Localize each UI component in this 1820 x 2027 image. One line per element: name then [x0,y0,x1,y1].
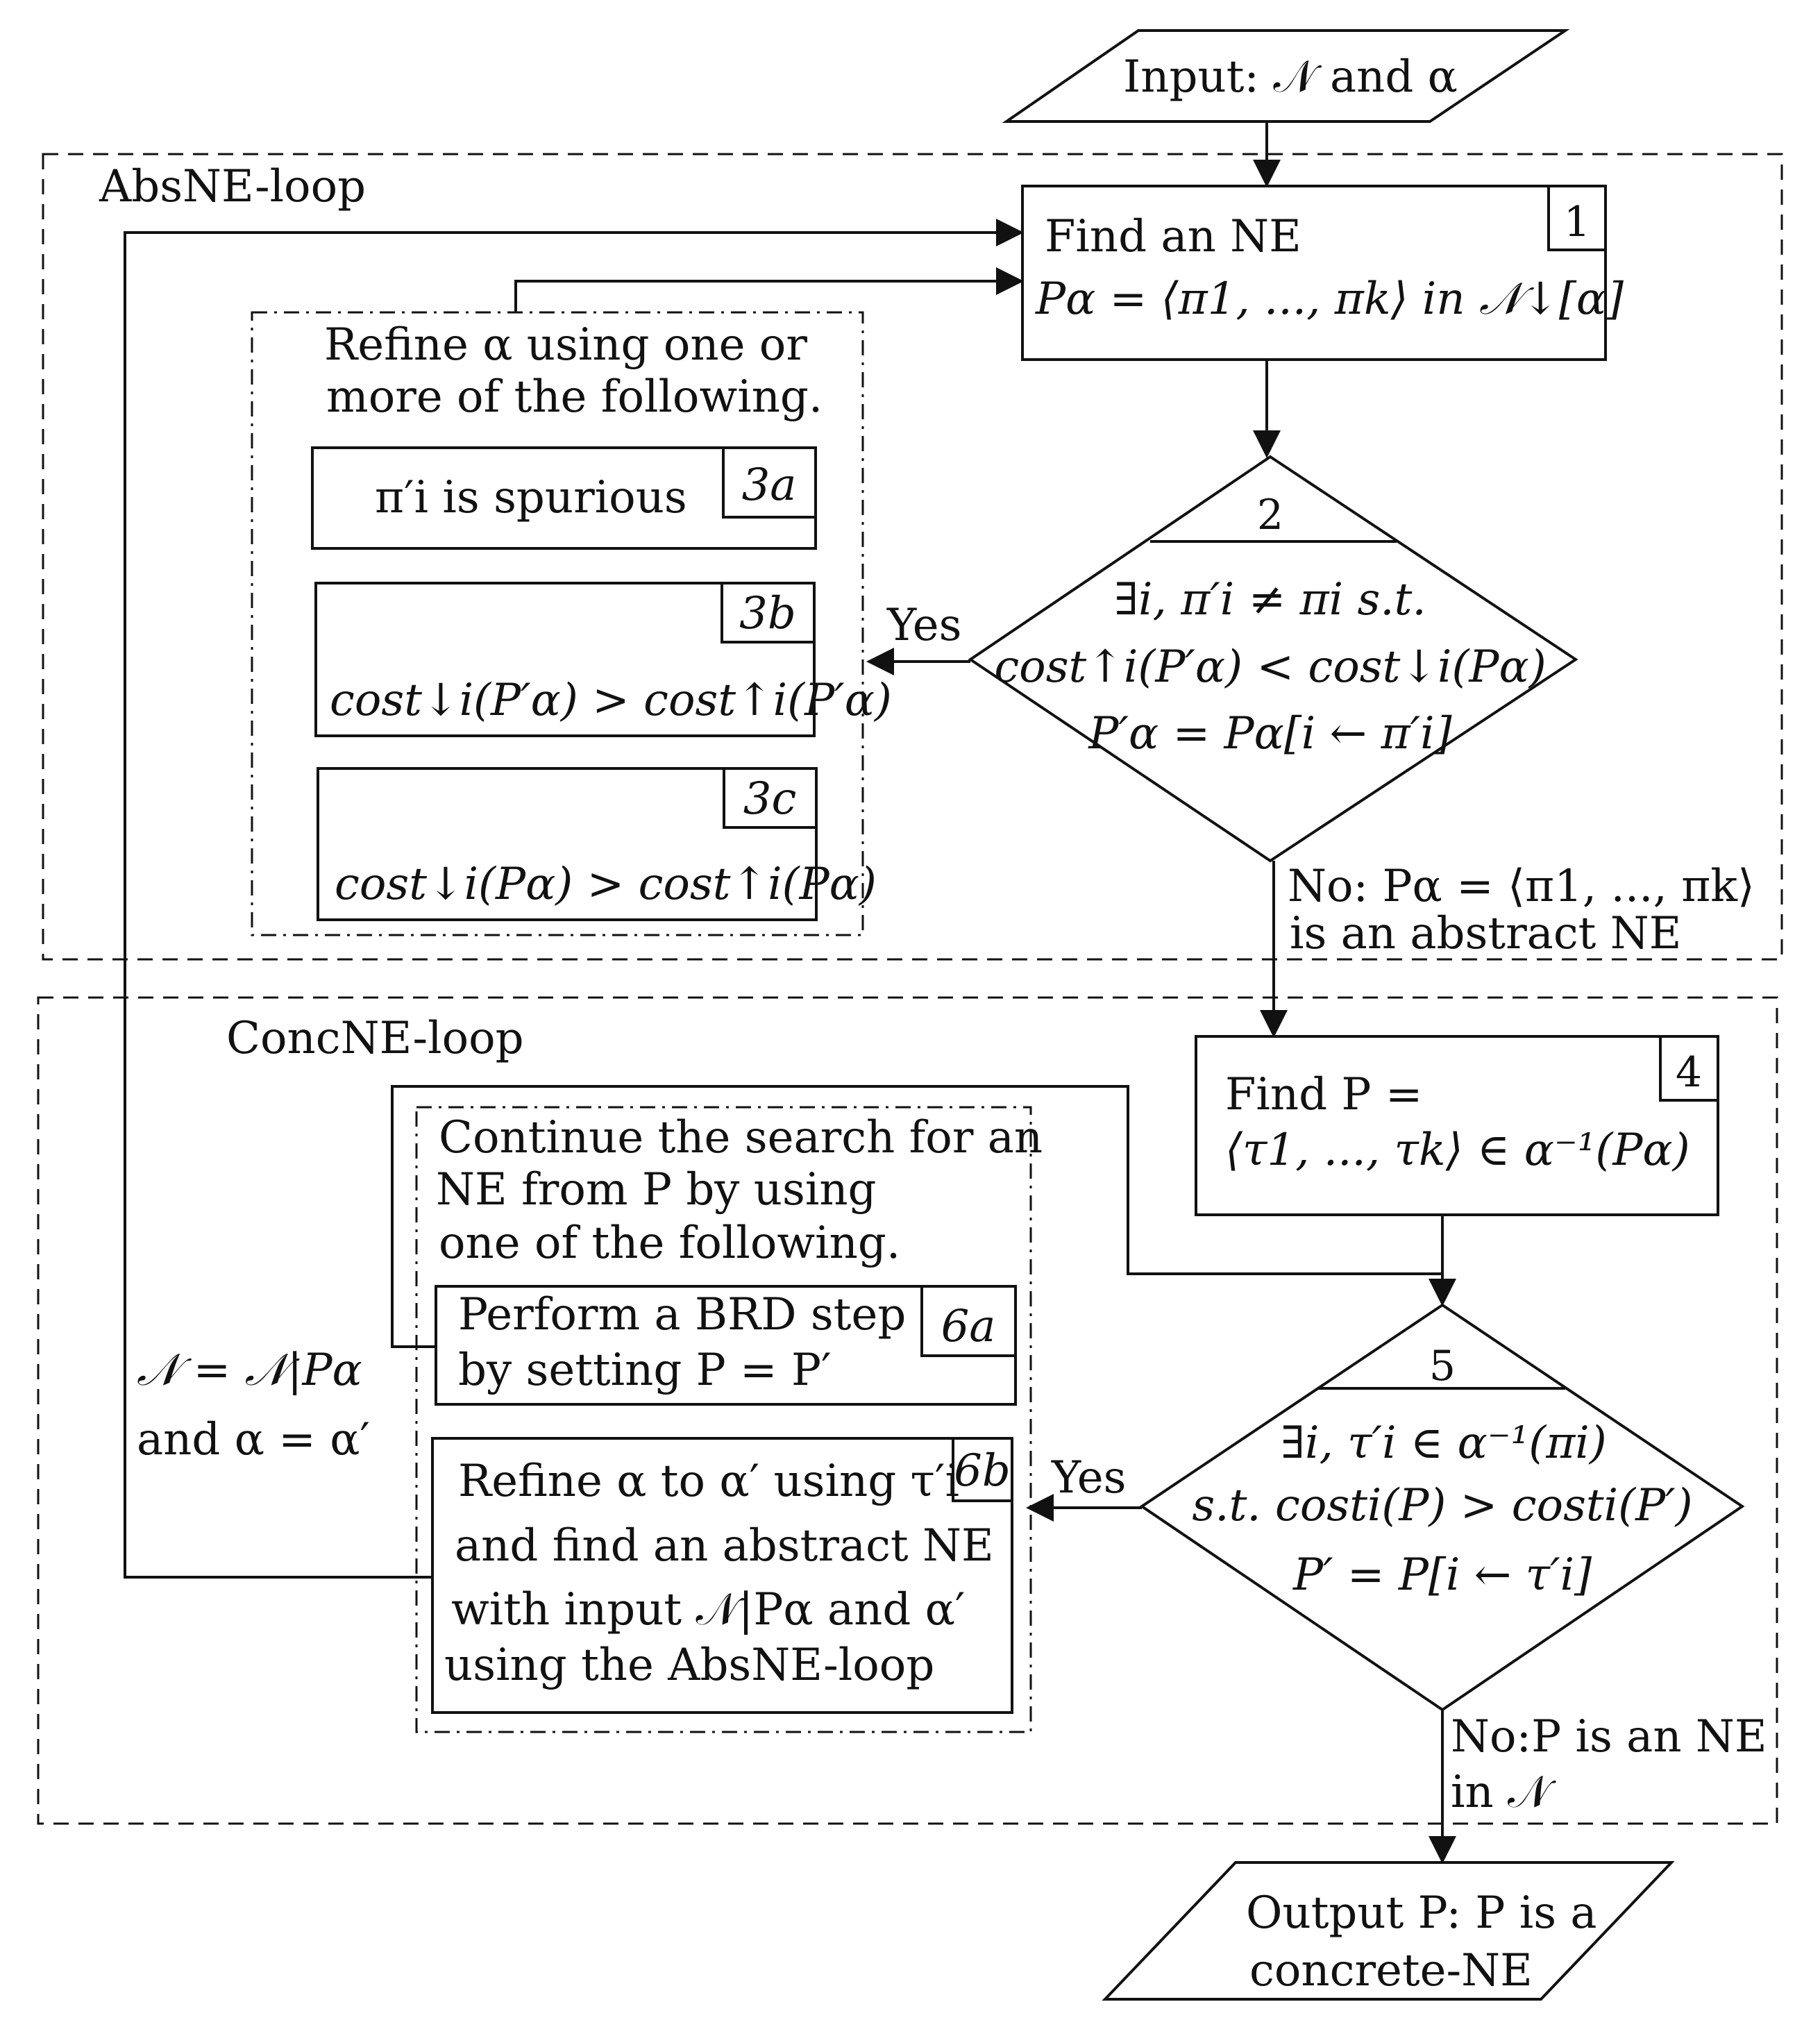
find-p-line1: Find P = [1225,1069,1422,1120]
no-label: is an abstract NE [1290,908,1681,959]
refine-line1: Refine α using one or [324,319,807,371]
step-tag-box [1659,1035,1719,1102]
continue-line3: one of the following. [439,1218,900,1269]
refine-abs-line2: and find an abstract NE [455,1520,994,1572]
decision-line1: ∃i, τ′i ∈ α⁻¹(πi) [1281,1418,1606,1469]
find-ne-box [1021,185,1607,361]
input-label: Input: 𝒩 and α [1123,51,1458,103]
cost-check-text: cost↓i(P′α) > cost↑i(P′α) [330,675,892,726]
refine-group [251,311,864,936]
input-parallelogram [1002,29,1570,123]
loop-arrow [391,1085,1442,1348]
step-tag-box [952,1437,1013,1502]
brd-line2: by setting P = P′ [458,1345,832,1396]
cost-check-text: cost↓i(Pα) > cost↑i(Pα) [335,859,877,910]
step-tag: 4 [1676,1048,1702,1097]
continue-line2: NE from P by using [436,1164,877,1216]
find-p-box [1195,1035,1719,1216]
step-tag-box [920,1285,1017,1357]
step-tag-box [721,582,816,644]
continue-group [415,1106,1032,1733]
continue-line1: Continue the search for an [439,1112,1043,1163]
step-tag: 2 [1257,491,1283,539]
refine-abs-line1: Refine α to α′ using τ′i [458,1456,959,1507]
decision-line2: s.t. costi(P) > costi(P′) [1192,1480,1692,1531]
brd-line1: Perform a BRD step [458,1289,906,1340]
update-label: 𝒩 = 𝒩|Pα [137,1345,362,1396]
step-tag: 3c [743,773,797,825]
concne-loop-region [37,996,1778,1825]
brd-step-box [435,1285,1017,1406]
step-tag-box [723,767,818,829]
update-label: and α = α′ [137,1414,370,1465]
no-label: in 𝒩 [1451,1767,1556,1818]
absne-loop-region [42,153,1783,961]
yes-label: Yes [886,600,961,651]
step-tag-box [722,446,817,519]
no-label: No:P is an NE [1451,1711,1767,1763]
decision-line2: cost↑i(P′α) < cost↓i(Pα) [994,641,1546,693]
find-ne-line2: Pα = ⟨π1, ..., πk⟩ in 𝒩↓[α] [1035,274,1624,325]
yes-label: Yes [1051,1452,1126,1504]
decision-line3: P′ = P[i ← τ′i] [1292,1549,1592,1601]
spurious-text: π′i is spurious [375,472,687,523]
loop-arrow [514,267,1024,312]
output-line1: Output P: P is a [1246,1887,1597,1939]
refine-line2: more of the following. [326,371,823,423]
decision-line3: P′α = Pα[i ← π′i] [1088,708,1452,759]
step-tag: 3a [742,460,797,511]
step-tag: 6b [954,1445,1011,1497]
output-parallelogram [1102,1861,1675,2001]
step-tag: 5 [1429,1342,1456,1390]
no-label: No: Pα = ⟨π1, ..., πk⟩ [1288,861,1755,912]
find-ne-line1: Find an NE [1045,211,1301,262]
step-tag: 6a [941,1301,996,1352]
decision-diamond [968,455,1578,863]
refine-abs-line3: with input 𝒩|Pα and α′ [451,1584,965,1635]
concne-loop-title: ConcNE-loop [226,1013,524,1064]
step-tag: 3b [739,588,796,639]
absne-loop-title: AbsNE-loop [99,161,366,212]
decision-line1: ∃i, π′i ≠ πi s.t. [1114,574,1426,625]
step-tag-box [1547,185,1607,251]
find-p-line2: ⟨τ1, ..., τk⟩ ∈ α⁻¹(Pα) [1225,1125,1690,1176]
refine-abs-box [431,1437,1013,1714]
refine-abs-line4: using the AbsNE-loop [444,1640,934,1691]
step-tag: 1 [1564,198,1590,246]
loop-arrow [124,219,1024,1579]
output-line2: concrete-NE [1249,1945,1533,1996]
